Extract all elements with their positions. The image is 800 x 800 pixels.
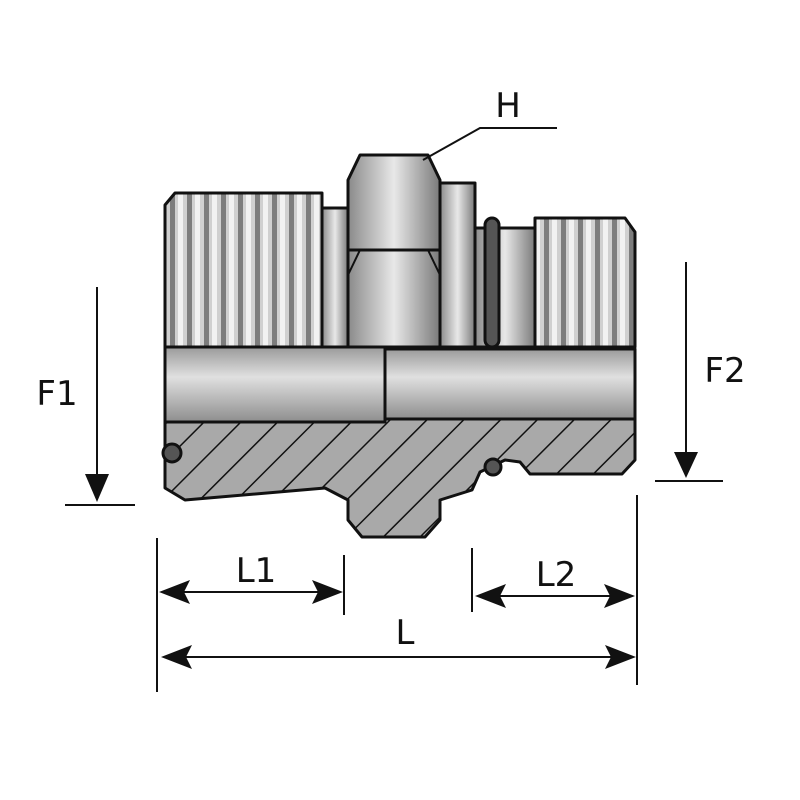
- seal-section: [161, 442, 183, 464]
- left-neck: [320, 206, 350, 349]
- left-thread: [163, 191, 324, 349]
- label-l: L: [396, 613, 415, 653]
- label-l2: L2: [536, 555, 577, 595]
- o-ring-section: [483, 457, 503, 477]
- collar: [438, 181, 477, 349]
- bore-left: [163, 345, 387, 424]
- arrowheads: [85, 452, 698, 669]
- label-f1: F1: [36, 374, 77, 414]
- dimension-lines: [65, 262, 723, 692]
- section-hatch: [163, 417, 637, 539]
- hex-leader: [422, 127, 557, 161]
- o-ring: [483, 216, 501, 349]
- label-l1: L1: [236, 551, 277, 591]
- right-thread: [533, 216, 637, 349]
- bore-right: [383, 347, 637, 421]
- label-h: H: [495, 86, 521, 126]
- label-f2: F2: [704, 351, 745, 391]
